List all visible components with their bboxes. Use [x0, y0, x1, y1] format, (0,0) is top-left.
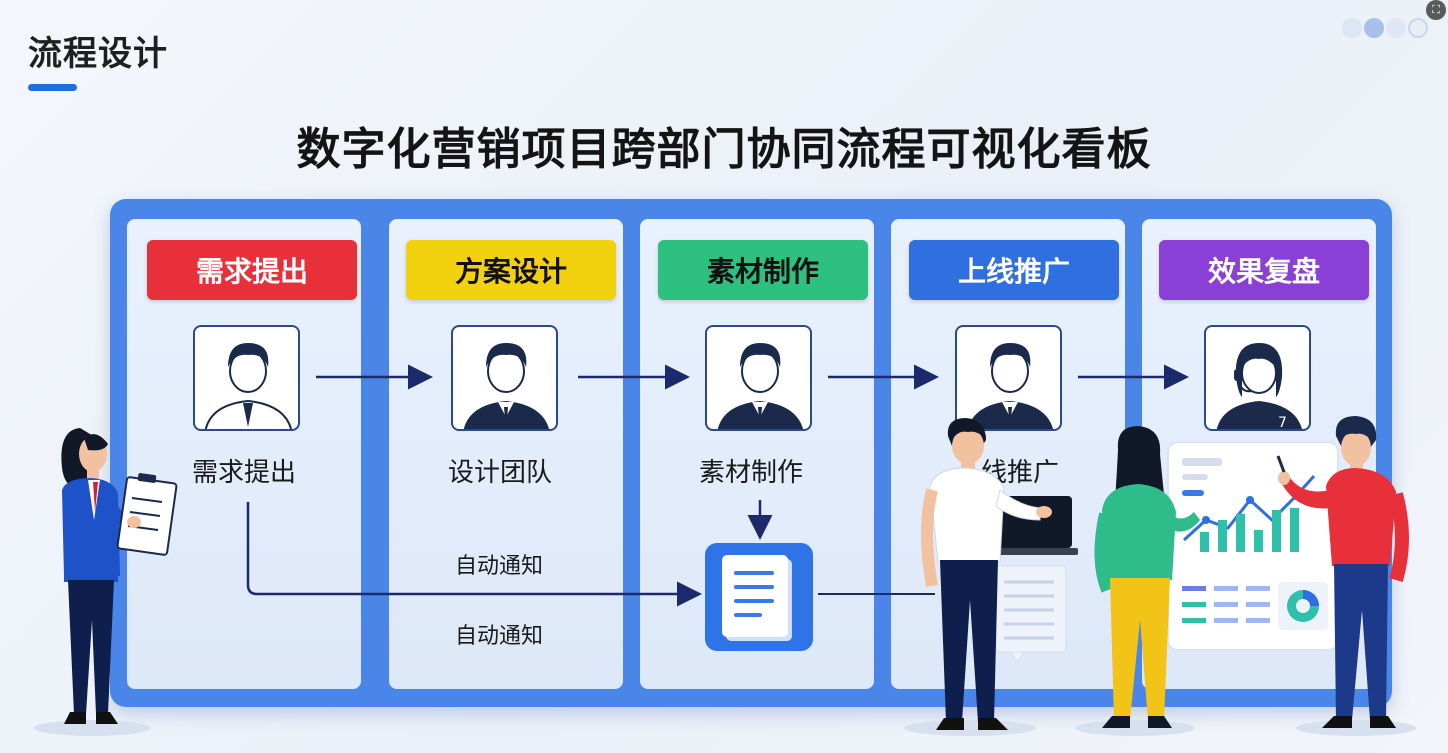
dot-icon [1386, 18, 1406, 38]
main-title: 数字化营销项目跨部门协同流程可视化看板 [296, 124, 1152, 175]
analytics-dashboard-illustration [1167, 441, 1339, 651]
stage-label-launch: 上线推广 [909, 240, 1119, 300]
stage-label-production: 素材制作 [658, 240, 868, 300]
person-avatar-icon [705, 325, 812, 431]
dot-icon [1364, 18, 1384, 38]
role-label-design-team: 设计团队 [448, 458, 553, 488]
stage-label-design: 方案设计 [406, 240, 616, 300]
notify-connector [246, 502, 702, 607]
role-label-requirement: 需求提出 [192, 458, 297, 488]
woman-green-illustration [1094, 426, 1200, 728]
document-paper [722, 555, 788, 637]
section-title: 流程设计 [28, 34, 168, 74]
dot-icon [1408, 18, 1428, 38]
role-label-production: 素材制作 [699, 458, 804, 488]
dot-icon [1342, 18, 1362, 38]
person-avatar-icon [955, 325, 1062, 431]
doc-line [734, 599, 774, 603]
section-title-underline [28, 84, 77, 91]
laptop-illustration [990, 496, 1078, 663]
share-icon[interactable]: ⛶ [1426, 0, 1446, 20]
svg-text:7: 7 [1278, 415, 1287, 431]
person-avatar-icon: 7 [1204, 325, 1311, 431]
auto-notify-label: 自动通知 [455, 554, 544, 579]
woman-clipboard-illustration [61, 428, 178, 724]
doc-line [734, 585, 774, 589]
doc-line [734, 613, 762, 617]
man-analyst-illustration [1276, 416, 1409, 728]
man-presenter-illustration [921, 418, 1052, 730]
person-avatar-icon [193, 325, 300, 431]
slide-dots [1342, 18, 1428, 38]
auto-notify-label: 自动通知 [455, 624, 544, 649]
stage-label-review: 效果复盘 [1159, 240, 1369, 300]
person-avatar-icon [451, 325, 558, 431]
doc-line [734, 571, 774, 575]
stage-label-requirement: 需求提出 [147, 240, 357, 300]
